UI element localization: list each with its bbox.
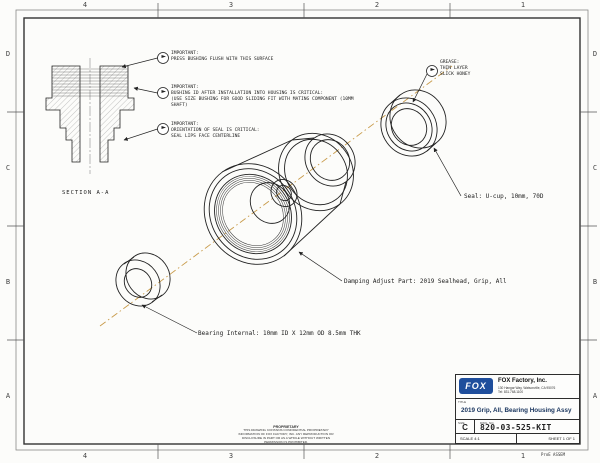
zone-row: A — [592, 392, 598, 400]
callout-bushing-id: IMPORTANT: BUSHING ID AFTER INSTALLATION… — [171, 85, 354, 108]
zone-row: B — [5, 278, 11, 286]
zone-row: C — [592, 164, 598, 172]
address-line1: 130 Hangar Way, Watsonville, CA 95076 — [498, 386, 556, 390]
zone-col: 1 — [520, 1, 526, 9]
zone-row: B — [592, 278, 598, 286]
zone-col: 4 — [82, 1, 88, 9]
label-bearing: Bearing Internal: 10mm ID X 12mm OD 8.5m… — [198, 330, 361, 337]
sheet-size: C — [462, 423, 468, 432]
callout-press-bushing: IMPORTANT: PRESS BUSHING FLUSH WITH THIS… — [171, 51, 274, 62]
label-damper: Damping Adjust Part: 2019 Sealhead, Grip… — [344, 278, 507, 285]
sheet-number: SHEET 1 OF 1 — [548, 436, 575, 441]
company-address: 130 Hangar Way, Watsonville, CA 95076 Te… — [498, 386, 555, 395]
section-view — [45, 58, 135, 174]
callout-seal-orientation: IMPORTANT: ORIENTATION OF SEAL IS CRITIC… — [171, 122, 260, 139]
label-seal: Seal: U-cup, 10mm, 70D — [464, 193, 544, 200]
zone-col: 2 — [374, 1, 380, 9]
leader-lines — [121, 57, 462, 334]
zone-col: 4 — [82, 452, 88, 460]
title-label: TITLE — [458, 400, 467, 404]
bearing-wireframe — [115, 252, 171, 307]
title-block-company-row: FOX FOX Factory, Inc. 130 Hangar Way, Wa… — [456, 375, 579, 399]
proprietary-heading: PROPRIETARY — [273, 425, 299, 429]
scale-value: SCALE 4:1 — [460, 436, 480, 441]
cad-footer-note: ProE ASSEM — [541, 452, 566, 457]
drawing-number: 820-03-525-KIT — [480, 423, 552, 432]
zone-col: 1 — [520, 452, 526, 460]
drawing-title: 2019 Grip, All, Bearing Housing Assy — [461, 407, 572, 414]
zone-col: 2 — [374, 452, 380, 460]
title-block-title-row: TITLE 2019 Grip, All, Bearing Housing As… — [456, 399, 579, 420]
title-block: FOX FOX Factory, Inc. 130 Hangar Way, Wa… — [455, 374, 580, 444]
section-label: SECTION A-A — [62, 190, 110, 196]
sheet-border — [7, 3, 597, 459]
seal-wireframe — [380, 89, 447, 157]
zone-col: 3 — [228, 1, 234, 9]
dwg-no-label: DWG. NO. — [480, 421, 495, 425]
title-block-scale-row: SCALE 4:1 SHEET 1 OF 1 — [456, 434, 579, 444]
zone-col: 3 — [228, 452, 234, 460]
callout-grease: GREASE: THIN LAYER SLICK HONEY — [440, 60, 471, 77]
zone-row: D — [5, 50, 11, 58]
title-block-number-row: SIZE C DWG. NO. 820-03-525-KIT — [456, 420, 579, 434]
zone-row: C — [5, 164, 11, 172]
size-label: SIZE — [458, 421, 465, 425]
damper-wireframe — [203, 132, 356, 265]
flag-note-icons — [157, 52, 438, 135]
proprietary-notice: PROPRIETARY THIS DRAWING CONTAINS CONFID… — [236, 425, 336, 444]
proprietary-text: THIS DRAWING CONTAINS CONFIDENTIAL PROPR… — [238, 428, 334, 444]
zone-row: D — [592, 50, 598, 58]
flag-note-icon — [157, 52, 438, 135]
company-name: FOX Factory, Inc. — [498, 378, 547, 384]
fox-logo: FOX — [459, 378, 493, 394]
zone-row: A — [5, 392, 11, 400]
address-line2: Tel: 831.768.1100 — [498, 390, 524, 395]
